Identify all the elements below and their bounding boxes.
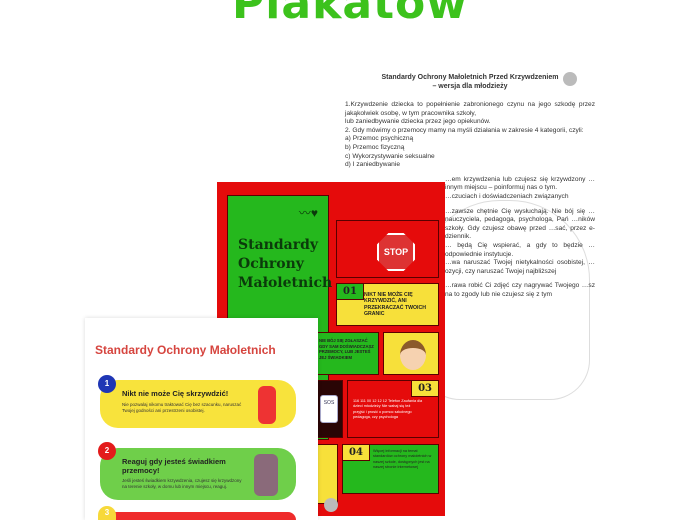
step-badge: 3 [98, 506, 116, 520]
item-text: NIKT NIE MOŻE CIĘ KRZYWDZIĆ, ANI PRZEKRA… [364, 292, 426, 318]
doc-list-item: c) Wykorzystywanie seksualne [345, 152, 435, 160]
card-heading: Reaguj gdy jesteś świadkiem przemocy! [122, 457, 226, 475]
stop-sign-icon: STOP [377, 233, 415, 271]
poster-item-03: 03 116 111 00 12 12 12 Telefon Zaufania … [347, 380, 439, 438]
doc-paragraph: …zawsze chętnie Cię wysłuchają. Nie bój … [445, 207, 595, 241]
doc-list-item: a) Przemoc psychiczną [345, 135, 414, 143]
item-number: 01 [336, 283, 364, 300]
boy-face-icon [400, 340, 426, 370]
heartbeat-icon: 〰♥ [298, 206, 318, 220]
poster-item-01: 01 NIKT NIE MOŻE CIĘ KRZYWDZIĆ, ANI PRZE… [336, 283, 439, 326]
doc-list-item: b) Przemoc fizyczną [345, 143, 405, 151]
school-logo [324, 498, 338, 512]
doc-paragraph: 1.Krzywdzenie dziecka to popełnienie zab… [345, 101, 595, 117]
page-title: Plakatów [232, 0, 468, 29]
card-heading: Nikt nie może Cię skrzywdzić! [122, 389, 229, 398]
poster-item-02: NIE BÓJ SIĘ ZGŁASZAĆ GDY SAM DOŚWIADCZAS… [313, 332, 379, 375]
doc-paragraph: …em krzywdzenia lub czujesz się krzywdzo… [445, 175, 595, 192]
woman-illustration [254, 454, 278, 496]
doc-paragraph: lub zaniedbywanie dziecka przez jego opi… [345, 118, 491, 126]
item-text: 116 111 00 12 12 12 Telefon Zaufania dla… [353, 399, 423, 420]
item-text: Więcej informacji na temat standardów oc… [373, 449, 432, 470]
title-line-2: – wersja dla młodzieży [432, 83, 508, 90]
doc-paragraph: 2. Gdy mówimy o przemocy mamy na myśli d… [345, 126, 584, 134]
poster-title: Standardy Ochrony Małoletnich [238, 237, 333, 291]
document-title: Standardy Ochrony Małoletnich Przed Krzy… [345, 73, 595, 91]
crying-boy-illustration [258, 386, 276, 424]
card-text: Jeśli jesteś świadkiem krzywdzenia, czuj… [122, 478, 242, 489]
document-preview[interactable]: Standardy Ochrony Małoletnich Przed Krzy… [345, 65, 595, 400]
title-line-1: Standardy Ochrony Małoletnich Przed Krzy… [381, 74, 559, 81]
item-number: 04 [342, 444, 370, 461]
item-number: 03 [411, 380, 439, 397]
doc-paragraph: … będą Cię wspierać, a gdy to będzie …od… [445, 241, 595, 258]
phone-sos-icon: SOS [320, 395, 338, 423]
card-3 [100, 512, 296, 520]
doc-paragraph: …rawa robić Ci zdjęć czy nagrywać Twojeg… [445, 282, 595, 298]
doc-paragraph: …wa naruszać Twojej nietykalności osobis… [445, 259, 595, 275]
doc-paragraph: …czuciach i doświadczeniach związanych [445, 192, 569, 200]
poster-item-04: 04 Więcej informacji na temat standardów… [342, 444, 439, 494]
card-2: Reaguj gdy jesteś świadkiem przemocy! Je… [100, 448, 296, 500]
stop-illustration: STOP [336, 220, 439, 278]
infographic-poster[interactable]: Standardy Ochrony Małoletnich Nikt nie m… [85, 318, 318, 520]
card-1: Nikt nie może Cię skrzywdzić! Nie pozwal… [100, 380, 296, 428]
card-text: Nie pozwalaj nikomu traktować Cię bez sz… [122, 402, 242, 413]
infographic-title: Standardy Ochrony Małoletnich [95, 343, 276, 357]
item-text: NIE BÓJ SIĘ ZGŁASZAĆ GDY SAM DOŚWIADCZAS… [319, 338, 374, 360]
step-badge: 1 [98, 375, 116, 393]
boy-illustration [383, 332, 439, 375]
doc-list-item: d) I zaniedbywanie [345, 161, 400, 169]
step-badge: 2 [98, 442, 116, 460]
school-logo [563, 72, 577, 86]
